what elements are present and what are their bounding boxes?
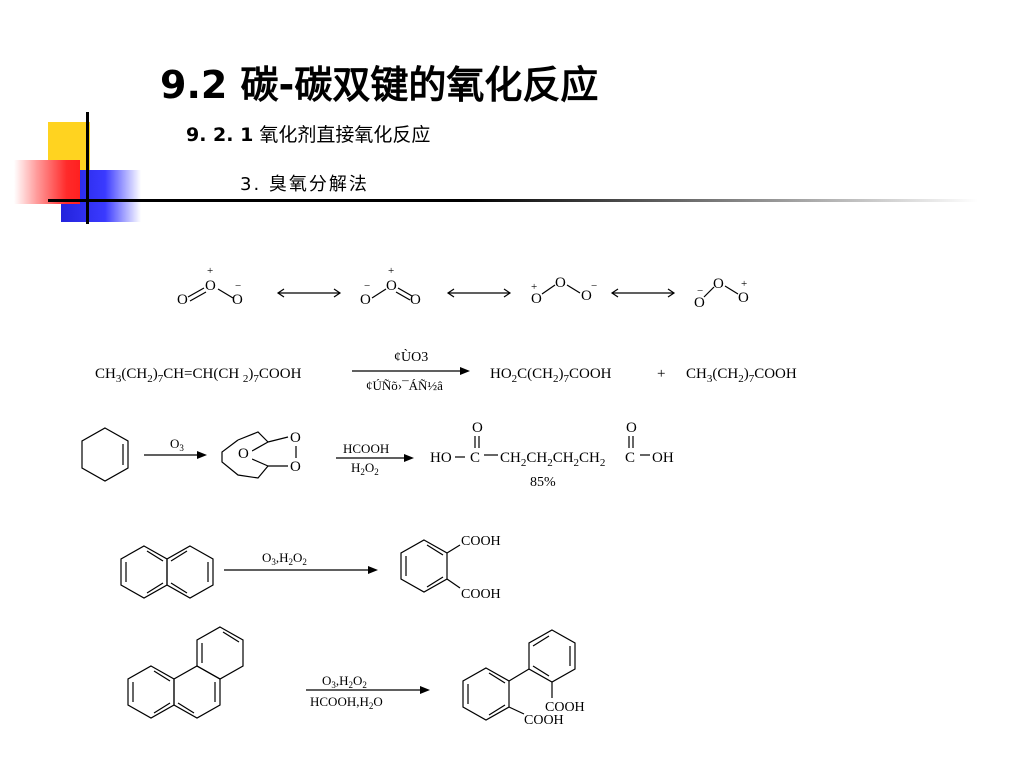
product-C-right: C [625,450,635,466]
product-2-formula: CH3(CH2)7COOH [686,366,797,385]
reagent-top: ¢ÙO3 [394,348,428,365]
ozone-O-center: O [205,278,216,294]
ozone-O-right: O [410,292,421,308]
product-chain: CH2CH2CH2CH2 [500,450,605,469]
ozone-O-center: O [386,278,397,294]
ozone-O-center: O [713,276,724,292]
diphenic-acid-structure: COOH COOH [462,629,585,728]
ozone-O-left: O [531,291,542,307]
header-divider-line [48,199,978,202]
carboxyl-bottom: COOH [461,587,501,602]
ozone-structure-1: + O O O − [177,265,243,308]
product-C-left: C [470,450,480,466]
phenanthrene-structure [127,626,244,719]
ozone-O-left: O [694,295,705,311]
section-subtitle: 9. 2. 1 氧化剂直接氧化反应 [186,120,430,147]
subtitle-text: 氧化剂直接氧化反应 [259,124,431,146]
ozone-O-left: O [177,292,188,308]
plus-sign: + [657,366,665,382]
reaction-oleic-acid: CH3(CH2)7CH=CH(CH 2)7COOH ¢ÙO3 ¢ÚÑõ›¯ÁÑ½… [95,348,797,393]
page-title: 9.2 碳-碳双键的氧化反应 [160,63,599,107]
reagent-formic-acid: HCOOH [343,441,389,456]
reaction-yield: 85% [530,475,556,490]
charge-minus: − [364,280,370,292]
ozonide-O-bottom: O [290,459,301,475]
ozone-structure-2: + O O O − [360,265,421,308]
charge-plus: + [207,265,213,277]
reaction-phenanthrene: O3,H2O2 HCOOH,H2O COOH COOH [127,626,585,728]
logo-vertical-line [86,112,89,224]
carboxyl-top: COOH [545,700,585,715]
item-heading: 3. 臭氧分解法 [240,174,369,195]
carbonyl-O-left: O [472,420,483,436]
reagent-bottom: HCOOH,H2O [310,694,383,711]
reagent-bottom: ¢ÚÑõ›¯ÁÑ½â [366,378,443,393]
ozone-O-right: O [232,292,243,308]
subtitle-number: 9. 2. 1 [186,124,254,146]
carboxyl-top: COOH [461,534,501,549]
charge-minus: − [235,280,241,292]
cyclohexene-structure [81,427,129,482]
ozone-O-right: O [738,290,749,306]
ozone-O-left: O [360,292,371,308]
charge-plus: + [388,265,394,277]
ozonide-O-top: O [290,430,301,446]
carboxyl-bottom: COOH [524,713,564,728]
ozone-O-right: O [581,288,592,304]
charge-minus: − [697,285,703,297]
reaction-naphthalene: O3,H2O2 COOH COOH [120,534,501,602]
reagent-top: O3,H2O2 [322,673,367,690]
reactant-formula: CH3(CH2)7CH=CH(CH 2)7COOH [95,366,302,385]
logo-red-square [14,160,80,204]
reagent-ozone: O3 [170,436,184,453]
charge-plus: + [531,281,537,293]
carbonyl-O-right: O [626,420,637,436]
product-1-formula: HO2C(CH2)7COOH [490,366,612,385]
reagent: O3,H2O2 [262,550,307,567]
reaction-cyclohexene: O3 O O O HCOOH H2O2 [81,420,674,490]
charge-plus: + [741,278,747,290]
ozonide-structure: O O O [221,430,301,479]
reagent-hydrogen-peroxide: H2O2 [351,460,379,477]
naphthalene-structure [120,545,214,599]
ozone-structure-4: − O O O + [694,276,749,311]
ozone-structure-3: + O O O − [531,275,597,307]
ozone-resonance: + O O O − + O O O − [177,265,749,311]
phthalic-acid-structure: COOH COOH [400,534,501,602]
ozone-O-center: O [555,275,566,291]
charge-minus: − [591,280,597,292]
product-HO: HO [430,450,452,466]
product-OH: OH [652,450,674,466]
ozonide-O-bridge: O [238,446,249,462]
adipic-acid-structure: O HO C CH2CH2CH2CH2 O C OH 85% [430,420,674,490]
